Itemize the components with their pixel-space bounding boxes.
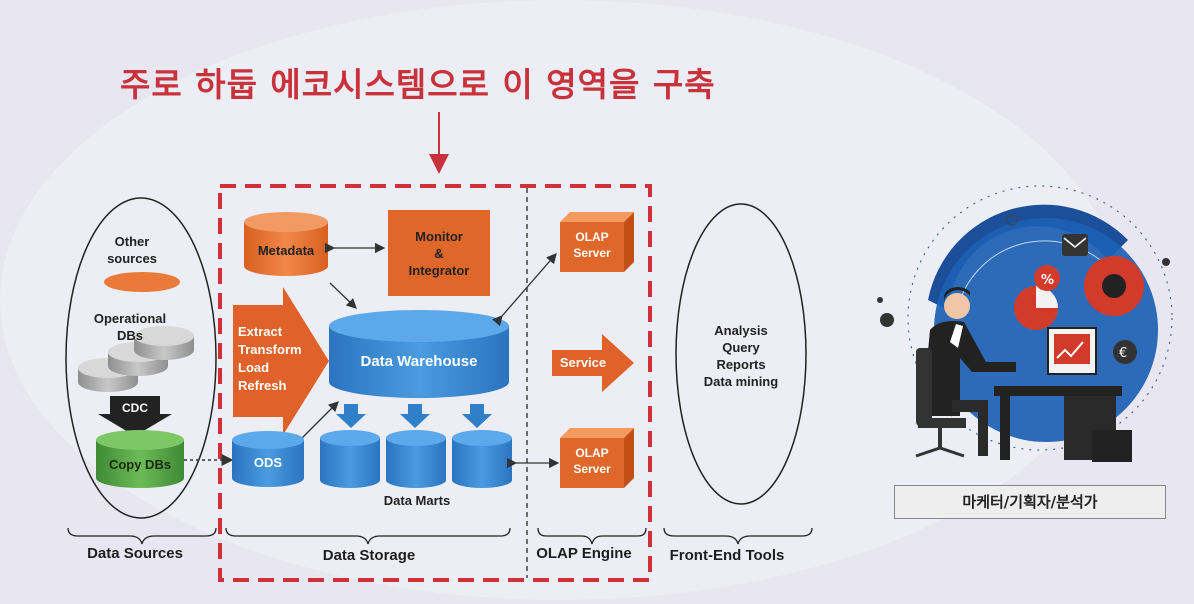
operational-db-stack [78, 326, 194, 392]
role-label-box: 마케터/기획자/분석가 [894, 485, 1166, 519]
data-marts-label: Data Marts [383, 493, 451, 508]
data-warehouse-cylinder [329, 310, 509, 398]
ods-cylinder [232, 431, 304, 487]
monitor-box [388, 210, 490, 296]
section-front-end-tools: Front-End Tools [669, 547, 785, 564]
olap-server-top-cube [560, 212, 634, 272]
cdc-label: CDC [122, 401, 148, 415]
etl-arrow [233, 287, 329, 435]
other-sources-disc [104, 272, 180, 292]
section-olap-engine: OLAP Engine [536, 545, 632, 562]
mail-icon [1062, 234, 1088, 256]
service-arrow [552, 334, 634, 392]
other-sources-label: Other sources [107, 234, 157, 266]
section-braces [67, 527, 813, 545]
section-data-sources: Data Sources [87, 545, 183, 562]
olap-server-bottom-label: OLAP Server [573, 446, 611, 476]
euro-icon [1113, 340, 1137, 364]
copy-dbs-cylinder [96, 430, 184, 488]
dw-to-olap-top-arrow [492, 253, 557, 327]
front-end-ellipse [675, 203, 807, 505]
ods-to-dw-arrow [301, 401, 339, 439]
svg-text:€: € [1119, 346, 1127, 361]
cdc-arrow [98, 396, 172, 436]
operational-dbs-label: Operational DBs [93, 311, 167, 343]
copy-dbs-label: Copy DBs [108, 457, 172, 472]
hadoop-region-frame [218, 184, 652, 582]
dw-to-mart-arrows [336, 404, 492, 428]
olap-server-top-label: OLAP Server [573, 230, 611, 260]
section-data-storage: Data Storage [322, 547, 416, 564]
data-warehouse-label: Data Warehouse [360, 353, 478, 370]
svg-text:%: % [1041, 273, 1054, 288]
metadata-to-dw-arrow [329, 282, 357, 309]
data-sources-ellipse [65, 197, 217, 519]
front-end-tools-text: Analysis Query Reports Data mining [703, 323, 779, 389]
slide-title: 주로 하둡 에코시스템으로 이 영역을 구축 [120, 65, 716, 104]
ods-label: ODS [253, 455, 283, 470]
olap-server-bottom-cube [560, 428, 634, 488]
monitor-label: Monitor & Integrator [408, 229, 470, 278]
metadata-label: Metadata [257, 243, 315, 258]
metadata-cylinder [244, 212, 328, 276]
etl-label: Extract Transform Load Refresh [238, 324, 302, 393]
analyst-illustration: % € [877, 185, 1173, 462]
data-mart-cylinders [320, 430, 512, 488]
percent-icon [1034, 265, 1060, 291]
service-label: Service [559, 355, 607, 370]
